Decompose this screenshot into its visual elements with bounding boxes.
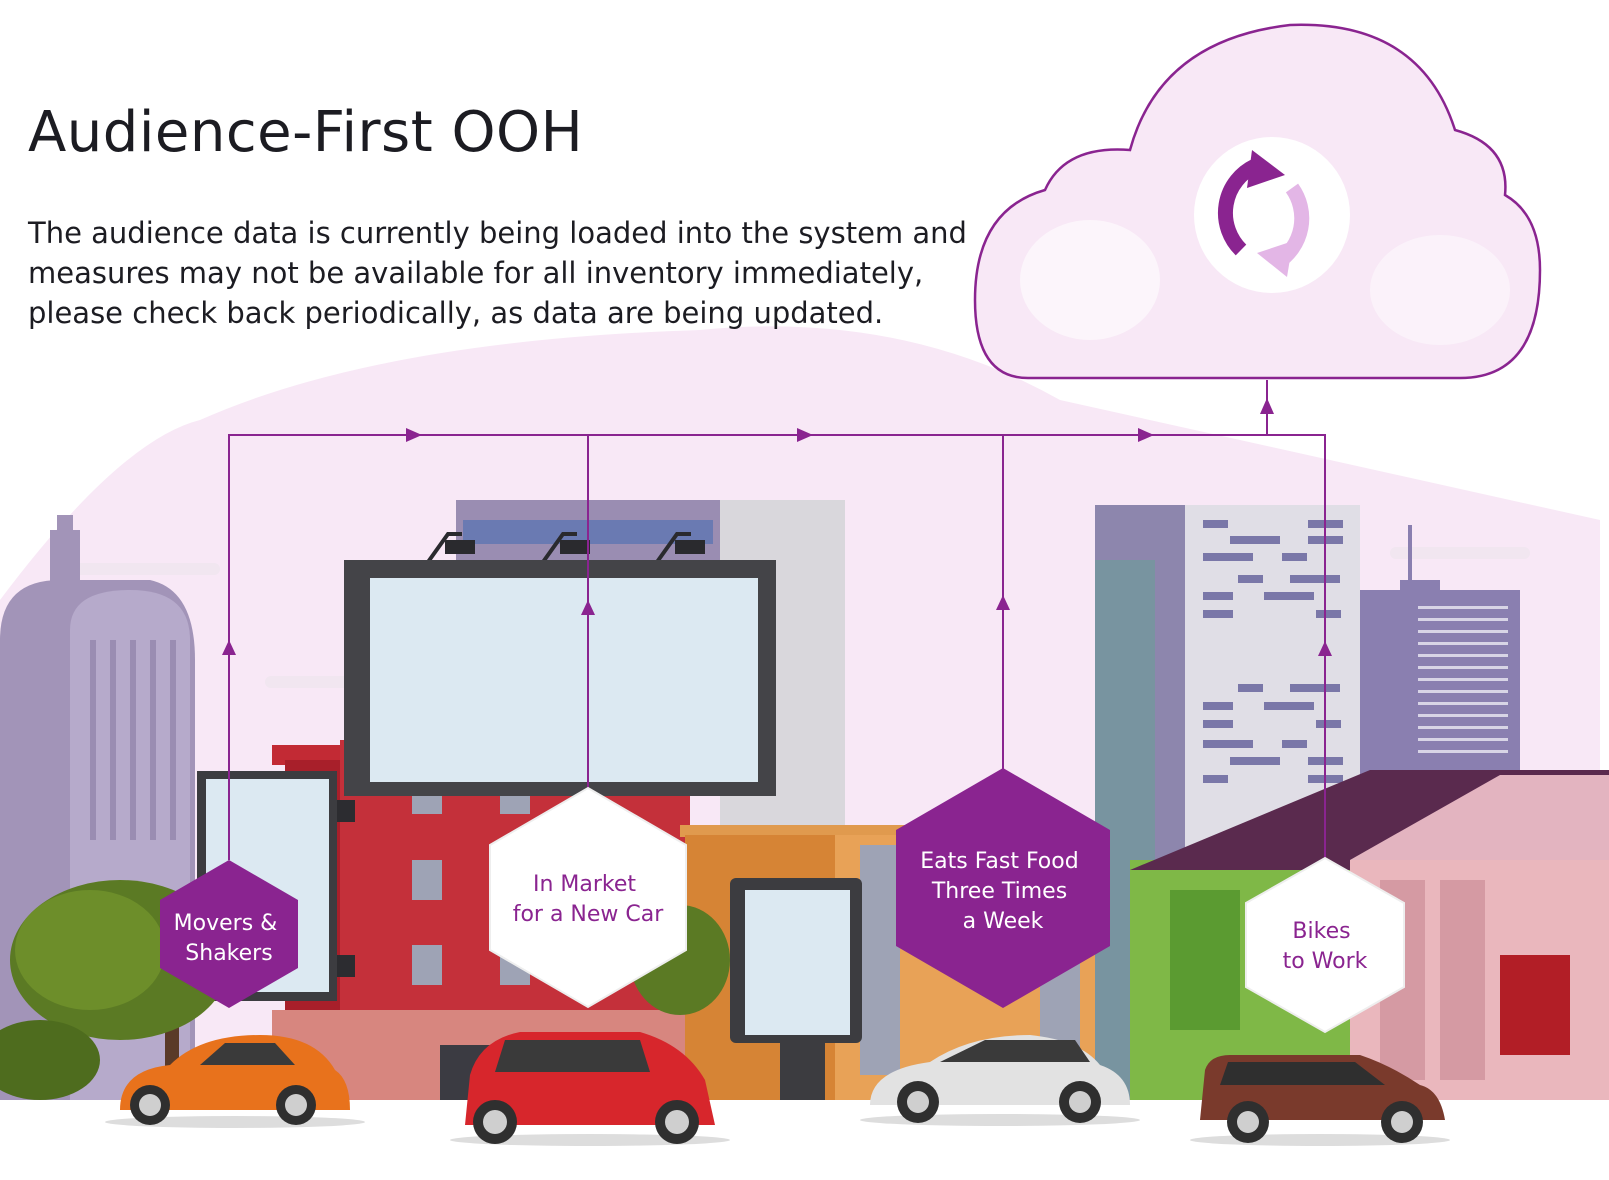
billboard-main — [344, 532, 776, 796]
segment-label-line: Movers & — [174, 911, 278, 936]
brown-suv — [1190, 1055, 1450, 1146]
segment-movers-shakers[interactable]: Movers & Shakers — [160, 860, 298, 1008]
orange-car — [105, 1035, 365, 1128]
loading-notice: The audience data is currently being loa… — [28, 216, 967, 330]
svg-text:Eats Fast Food Three Tim: Eats Fast Food Three Times a Week — [920, 849, 1085, 934]
segment-label-line: Eats Fast Food — [920, 849, 1078, 874]
connector-arrows — [222, 398, 1332, 656]
svg-text:Bikes to Work: Bikes to Work — [1283, 919, 1368, 974]
segment-eats-fast-food[interactable]: Eats Fast Food Three Times a Week — [896, 768, 1110, 1008]
segment-in-market-new-car[interactable]: In Market for a New Car — [489, 786, 687, 1009]
white-car — [860, 1035, 1140, 1126]
segment-label-line: In Market — [533, 872, 636, 897]
segment-bikes-to-work[interactable]: Bikes to Work — [1245, 856, 1405, 1034]
data-cloud — [973, 23, 1542, 380]
segment-label-line: a Week — [963, 909, 1044, 934]
segment-label-line: Shakers — [185, 941, 272, 966]
segment-label-line: Bikes — [1292, 919, 1350, 944]
bus-stop-display — [730, 878, 862, 1110]
page-title: Audience-First OOH — [28, 100, 584, 165]
segment-label-line: Three Times — [931, 879, 1067, 904]
svg-text:In Market for a New Car: In Market for a New Car — [513, 872, 665, 927]
svg-text:Movers & Shakers: Movers & Shakers — [174, 911, 285, 966]
red-car — [450, 1032, 730, 1146]
sync-icon — [1217, 150, 1310, 277]
segment-label-line: for a New Car — [513, 902, 665, 927]
segment-label-line: to Work — [1283, 949, 1368, 974]
